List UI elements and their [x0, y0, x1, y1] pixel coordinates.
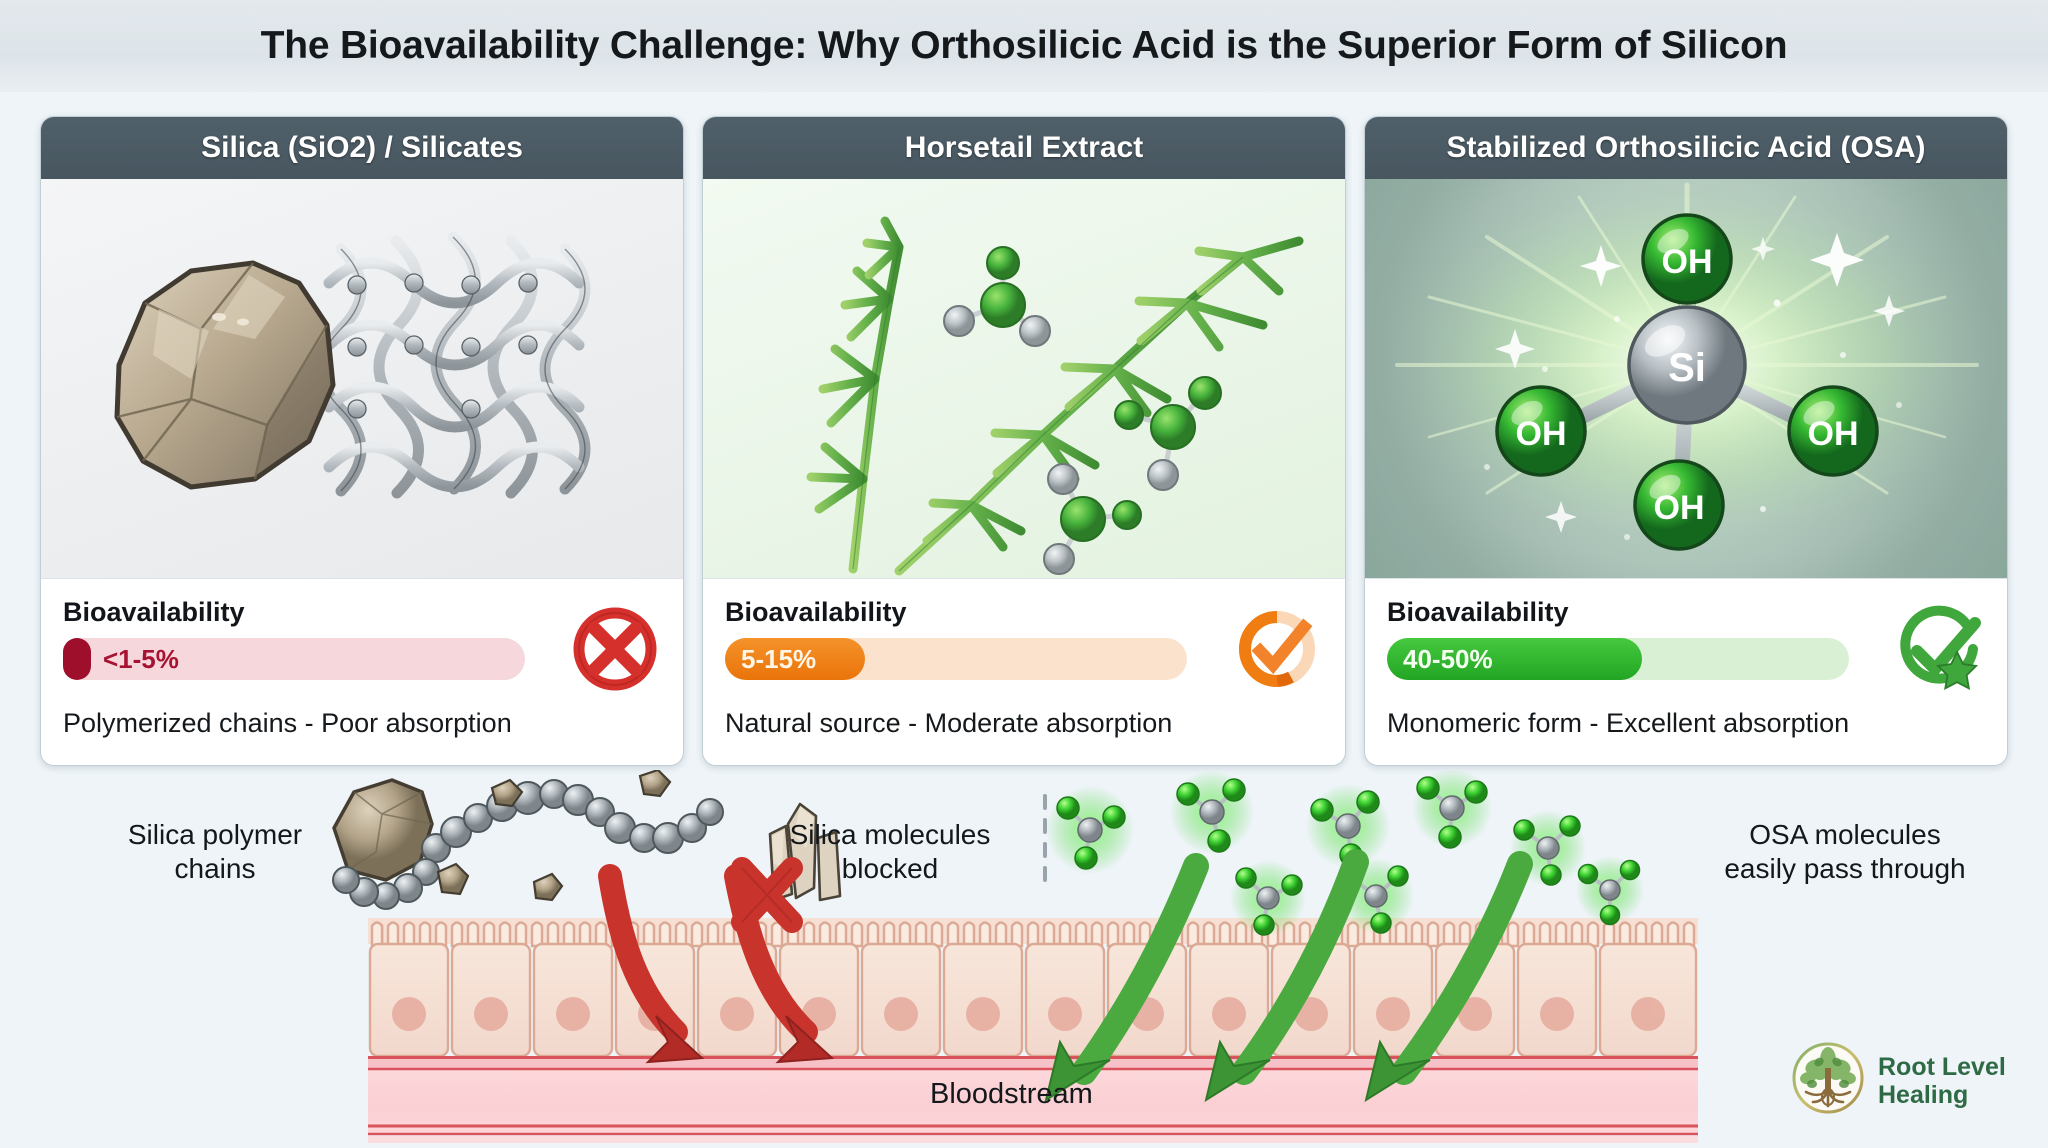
tree-of-life-icon: [1790, 1040, 1866, 1121]
silica-polymer-chains-label: Silica polymer chains: [127, 819, 303, 885]
card-horsetail-note: Natural source - Moderate absorption: [725, 708, 1173, 738]
card-silica-bar-value: <1-5%: [103, 644, 179, 674]
page-title: The Bioavailability Challenge: Why Ortho…: [260, 24, 1788, 67]
absorption-diagram: [0, 768, 2048, 1146]
card-horsetail: Horsetail Extract: [702, 116, 1346, 766]
silica-rock-polymer-chain-illustration: [41, 179, 683, 579]
card-osa-bar-track: 40-50%: [1387, 638, 1849, 680]
card-silica-title: Silica (SiO2) / Silicates: [201, 131, 523, 164]
bloodstream-label: Bloodstream: [930, 1078, 1093, 1110]
partial-check-circle-icon: [1231, 603, 1323, 695]
silica-blocked-label: Silica molecules blocked: [789, 819, 991, 885]
card-horsetail-header: Horsetail Extract: [703, 117, 1345, 179]
card-osa-body: Bioavailability 40-50% Monomeric form - …: [1365, 579, 2007, 765]
card-osa-title: Stabilized Orthosilicic Acid (OSA): [1446, 131, 1926, 164]
card-silica-bio-label: Bioavailability: [63, 597, 245, 627]
card-horsetail-title: Horsetail Extract: [904, 131, 1144, 164]
svg-text:OH: OH: [1654, 489, 1705, 527]
svg-text:OH: OH: [1516, 415, 1567, 453]
svg-text:Si: Si: [1668, 346, 1706, 390]
card-osa-header: Stabilized Orthosilicic Acid (OSA): [1365, 117, 2007, 179]
card-silica-bar-fill: [63, 638, 91, 680]
brand-logo-line2: Healing: [1878, 1080, 1969, 1109]
svg-text:OH: OH: [1662, 243, 1713, 281]
card-silica-body: Bioavailability <1-5% Polymerized chains…: [41, 579, 683, 765]
card-silica: Silica (SiO2) / Silicates: [40, 116, 684, 766]
card-silica-bar-track: <1-5%: [63, 638, 525, 680]
card-horsetail-body: Bioavailability 5-15% Natural source - M…: [703, 579, 1345, 765]
page-header: The Bioavailability Challenge: Why Ortho…: [0, 0, 2048, 92]
x-circle-icon: [569, 603, 661, 695]
card-osa-bio-label: Bioavailability: [1387, 597, 1569, 627]
card-osa-bar-value: 40-50%: [1403, 643, 1493, 674]
check-circle-star-icon: [1893, 603, 1985, 695]
card-horsetail-bar-track: 5-15%: [725, 638, 1187, 680]
card-osa-note: Monomeric form - Excellent absorption: [1387, 708, 1850, 738]
brand-logo-text: Root Level Healing: [1878, 1053, 2006, 1109]
comparison-card-row: Silica (SiO2) / Silicates: [40, 116, 2008, 766]
card-horsetail-bar-fill: 5-15%: [725, 638, 865, 680]
brand-logo-line1: Root Level: [1878, 1052, 2006, 1081]
brand-logo: Root Level Healing: [1790, 1040, 2006, 1121]
card-horsetail-bar-value: 5-15%: [741, 643, 817, 674]
card-osa: Stabilized Orthosilicic Acid (OSA): [1364, 116, 2008, 766]
card-silica-note: Polymerized chains - Poor absorption: [63, 708, 512, 738]
card-silica-header: Silica (SiO2) / Silicates: [41, 117, 683, 179]
card-osa-bar-fill: 40-50%: [1387, 638, 1642, 680]
orthosilicic-acid-molecule-illustration: OH OH OH OH: [1365, 179, 2007, 579]
card-horsetail-bio-label: Bioavailability: [725, 597, 907, 627]
svg-text:OH: OH: [1808, 415, 1859, 453]
osa-pass-through-label: OSA molecules easily pass through: [1724, 819, 1966, 885]
horsetail-plant-molecule-illustration: [703, 179, 1345, 579]
